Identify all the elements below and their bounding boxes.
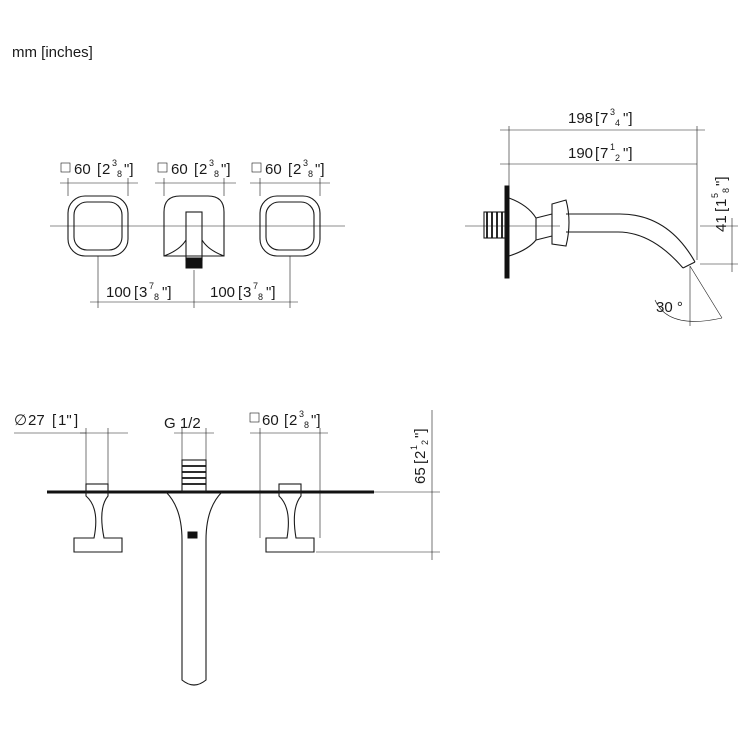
svg-text:3: 3 (112, 158, 117, 168)
svg-text:190: 190 (568, 145, 593, 162)
svg-text:[: [ (288, 161, 293, 178)
svg-text:2: 2 (102, 161, 110, 178)
threaded-connector (483, 211, 506, 239)
svg-text:65: 65 (412, 467, 429, 484)
svg-text:[: [ (595, 145, 600, 162)
units-label: mm [inches] (12, 44, 93, 61)
svg-text:[: [ (595, 110, 600, 127)
dim-square: 60 [ 2 3 8 "] (249, 409, 328, 538)
svg-text:[: [ (134, 284, 139, 301)
right-handle-top (265, 483, 315, 553)
dim-spacing: 100 [ 3 7 8 "] 100 [ 3 7 8 "] (90, 256, 298, 308)
svg-text:"]: "] (124, 161, 134, 178)
svg-text:G 1/2: G 1/2 (164, 415, 201, 432)
svg-text:"]: "] (713, 177, 730, 187)
svg-text:"]: "] (266, 284, 276, 301)
svg-text:"]: "] (315, 161, 325, 178)
svg-text:3: 3 (209, 158, 214, 168)
svg-text:[: [ (713, 207, 730, 212)
svg-text:8: 8 (721, 188, 731, 193)
svg-text:41: 41 (713, 215, 730, 232)
dim-depth: 65 [ 2 1 2 "] (316, 410, 440, 560)
svg-text:3: 3 (303, 158, 308, 168)
svg-text:"]: "] (162, 284, 172, 301)
svg-text:3: 3 (243, 284, 251, 301)
svg-text:60: 60 (171, 161, 188, 178)
svg-text:1: 1 (409, 445, 419, 450)
dim-spout-square: 60 [ 2 3 8 "] (155, 158, 236, 196)
svg-text:"]: "] (623, 110, 633, 127)
svg-text:100: 100 (106, 284, 131, 301)
svg-text:8: 8 (214, 169, 219, 179)
svg-text:7: 7 (600, 110, 608, 127)
svg-text:30 °: 30 ° (656, 299, 683, 316)
svg-text:100: 100 (210, 284, 235, 301)
svg-text:[: [ (412, 459, 429, 464)
svg-text:2: 2 (293, 161, 301, 178)
svg-text:[: [ (52, 412, 57, 429)
svg-text:3: 3 (610, 107, 615, 117)
svg-text:∅: ∅ (14, 412, 27, 429)
dim-spout-length: 190 [ 7 1 2 "] (500, 142, 697, 165)
svg-text:198: 198 (568, 110, 593, 127)
svg-text:[: [ (284, 412, 289, 429)
svg-text:3: 3 (299, 409, 304, 419)
svg-text:7: 7 (600, 145, 608, 162)
dim-right-handle-square: 60 [ 2 3 8 "] (250, 158, 330, 196)
svg-text:8: 8 (258, 292, 263, 302)
svg-text:60: 60 (74, 161, 91, 178)
svg-text:]: ] (74, 412, 78, 429)
svg-text:[: [ (194, 161, 199, 178)
side-view: 198 [ 7 3 4 "] 190 [ 7 1 2 "] 41 [ 1 (465, 107, 738, 326)
svg-text:27: 27 (28, 412, 45, 429)
svg-text:60: 60 (262, 412, 279, 429)
svg-text:8: 8 (154, 292, 159, 302)
dim-outlet-height: 41 [ 1 5 8 "] (700, 177, 738, 272)
svg-text:"]: "] (311, 412, 321, 429)
spout-top (165, 459, 223, 686)
svg-text:7: 7 (149, 281, 154, 291)
svg-text:1": 1" (58, 412, 72, 429)
left-handle-top (73, 483, 123, 553)
svg-text:[: [ (238, 284, 243, 301)
front-view: 60 [ 2 3 8 "] 60 [ 2 3 8 "] 60 [ 2 (50, 158, 345, 308)
svg-text:8: 8 (304, 420, 309, 430)
svg-text:1: 1 (610, 142, 615, 152)
dim-left-handle-square: 60 [ 2 3 8 "] (60, 158, 138, 196)
svg-text:1: 1 (713, 199, 730, 207)
svg-text:60: 60 (265, 161, 282, 178)
svg-text:8: 8 (117, 169, 122, 179)
spout-front (163, 195, 225, 269)
dim-diameter: ∅ 27 [ 1" ] (14, 412, 128, 484)
dim-total-length: 198 [ 7 3 4 "] (500, 107, 705, 260)
svg-text:7: 7 (253, 281, 258, 291)
svg-text:[: [ (97, 161, 102, 178)
svg-text:5: 5 (710, 193, 720, 198)
dim-thread: G 1/2 (164, 415, 214, 460)
svg-text:3: 3 (139, 284, 147, 301)
svg-text:4: 4 (615, 118, 620, 128)
svg-text:"]: "] (412, 429, 429, 439)
top-view: ∅ 27 [ 1" ] G 1/2 60 [ 2 3 8 "] (14, 409, 440, 686)
svg-text:"]: "] (221, 161, 231, 178)
svg-text:2: 2 (412, 451, 429, 459)
svg-text:8: 8 (308, 169, 313, 179)
svg-text:2: 2 (289, 412, 297, 429)
svg-text:2: 2 (420, 440, 430, 445)
svg-text:2: 2 (615, 153, 620, 163)
svg-text:"]: "] (623, 145, 633, 162)
dim-angle: 30 ° (654, 265, 723, 326)
svg-text:2: 2 (199, 161, 207, 178)
